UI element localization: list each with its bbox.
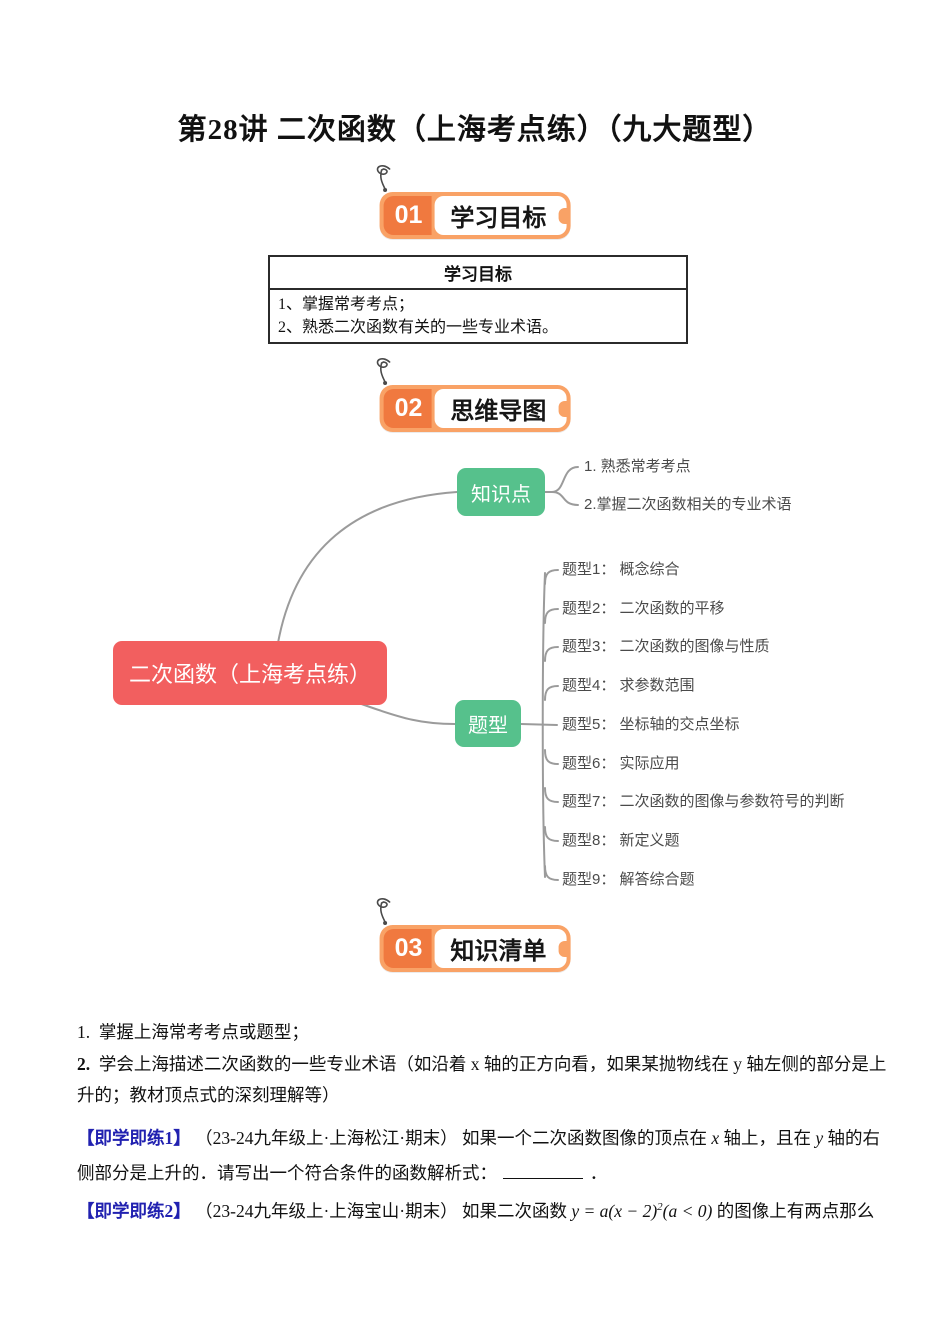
mindmap: 二次函数（上海考点练） 知识点 题型 1. 熟悉常考考点 2.掌握二次函数相关的… xyxy=(0,445,950,915)
badge-label: 知识清单 xyxy=(434,929,569,968)
problem-2-text: 的图像上有两点那么 xyxy=(716,1200,875,1221)
knowledge-list-item-2-line-1: 2. 学会上海描述二次函数的一些专业术语（如沿着 x 轴的正方向看，如果某抛物线… xyxy=(77,1051,897,1077)
answer-blank xyxy=(503,1164,584,1179)
problem-2-source: （23-24九年级上·上海宝山·期末） xyxy=(195,1200,458,1221)
pin-clip-icon xyxy=(376,165,391,192)
problem-2-tag: 【即学即练2】 xyxy=(77,1200,191,1221)
variable-y: y xyxy=(815,1128,824,1148)
problem-1-line-1: 【即学即练1】 （23-24九年级上·上海松江·期末） 如果一个二次函数图像的顶… xyxy=(77,1125,897,1151)
section-badge-mindmap: 02 思维导图 xyxy=(376,358,571,432)
list-text: 掌握上海常考考点或题型； xyxy=(98,1022,309,1042)
type-item-8: 题型8： 新定义题 xyxy=(562,832,680,849)
knowledge-item: 2.掌握二次函数相关的专业术语 xyxy=(584,496,792,513)
learning-goals-table: 学习目标 1、掌握常考考点； 2、熟悉二次函数有关的一些专业术语。 xyxy=(268,255,688,344)
mindmap-types-node: 题型 xyxy=(455,700,521,747)
page-title: 第28讲 二次函数（上海考点练）（九大题型） xyxy=(177,114,773,146)
problem-1-text: 如果一个二次函数图像的顶点在 xyxy=(461,1128,707,1148)
knowledge-list-item-1: 1. 掌握上海常考考点或题型； xyxy=(77,1019,897,1045)
badge-notch xyxy=(558,207,569,224)
mindmap-connectors xyxy=(277,466,579,881)
section-badge-learning-goals: 01 学习目标 xyxy=(376,165,571,239)
problem-1-source: （23-24九年级上·上海松江·期末） xyxy=(195,1128,458,1148)
pin-clip-icon xyxy=(376,898,391,925)
list-text: 学会上海描述二次函数的一些专业术语（如沿着 x 轴的正方向看，如果某抛物线在 y… xyxy=(98,1054,887,1074)
problem-1-tag: 【即学即练1】 xyxy=(77,1128,191,1148)
problem-2-line-1: 【即学即练2】 （23-24九年级上·上海宝山·期末） 如果二次函数 y = a… xyxy=(77,1194,897,1224)
badge-label: 学习目标 xyxy=(434,196,569,235)
type-item-5: 题型5： 坐标轴的交点坐标 xyxy=(562,716,740,733)
list-marker: 2. xyxy=(77,1054,91,1074)
badge-number: 01 xyxy=(383,196,432,235)
goals-table-header: 学习目标 xyxy=(268,255,688,290)
goal-item-2: 2、熟悉二次函数有关的一些专业术语。 xyxy=(278,319,559,336)
problem-1-end: ． xyxy=(589,1163,608,1183)
formula-condition: (a < 0) xyxy=(662,1200,713,1221)
badge-number: 02 xyxy=(383,389,432,428)
badge-label-text: 思维导图 xyxy=(450,398,547,425)
badge-notch xyxy=(558,940,569,957)
badge-label-text: 知识清单 xyxy=(450,938,547,965)
problem-2-text: 如果二次函数 xyxy=(461,1200,567,1221)
pin-clip-icon xyxy=(376,358,391,385)
variable-x: x xyxy=(711,1128,720,1148)
formula: y = a(x − 2)2(a < 0) xyxy=(571,1201,712,1221)
formula-lead: y = a(x − 2) xyxy=(571,1200,658,1221)
problem-1-text: 轴的右 xyxy=(827,1128,881,1148)
formula-exponent: 2 xyxy=(657,1201,663,1213)
type-item-9: 题型9： 解答综合题 xyxy=(562,871,695,888)
mindmap-knowledge-node: 知识点 xyxy=(457,468,545,516)
badge-notch xyxy=(558,400,569,417)
type-item-7: 题型7： 二次函数的图像与参数符号的判断 xyxy=(562,793,845,810)
badge-number: 03 xyxy=(383,929,432,968)
type-item-4: 题型4： 求参数范围 xyxy=(562,677,695,694)
list-text: 升的；教材顶点式的深刻理解等） xyxy=(77,1085,340,1105)
type-item-1: 题型1： 概念综合 xyxy=(562,561,680,578)
problem-1-text: 轴上，且在 xyxy=(723,1128,812,1148)
badge-label-text: 学习目标 xyxy=(450,205,547,232)
section-badge-knowledge-list: 03 知识清单 xyxy=(376,898,571,972)
goals-table-body: 1、掌握常考考点； 2、熟悉二次函数有关的一些专业术语。 xyxy=(268,288,688,344)
list-marker: 1. xyxy=(77,1022,91,1042)
type-item-6: 题型6： 实际应用 xyxy=(562,755,680,772)
mindmap-root-node: 二次函数（上海考点练） xyxy=(113,641,387,705)
type-item-2: 题型2： 二次函数的平移 xyxy=(562,600,725,617)
goal-item-1: 1、掌握常考考点； xyxy=(278,296,415,313)
badge-label: 思维导图 xyxy=(434,389,569,428)
problem-1-text: 侧部分是上升的．请写出一个符合条件的函数解析式： xyxy=(77,1163,497,1183)
problem-1-line-2: 侧部分是上升的．请写出一个符合条件的函数解析式： ． xyxy=(77,1160,897,1186)
type-item-3: 题型3： 二次函数的图像与性质 xyxy=(562,638,770,655)
knowledge-item: 1. 熟悉常考考点 xyxy=(584,458,691,475)
knowledge-list-item-2-line-2: 升的；教材顶点式的深刻理解等） xyxy=(77,1082,897,1108)
